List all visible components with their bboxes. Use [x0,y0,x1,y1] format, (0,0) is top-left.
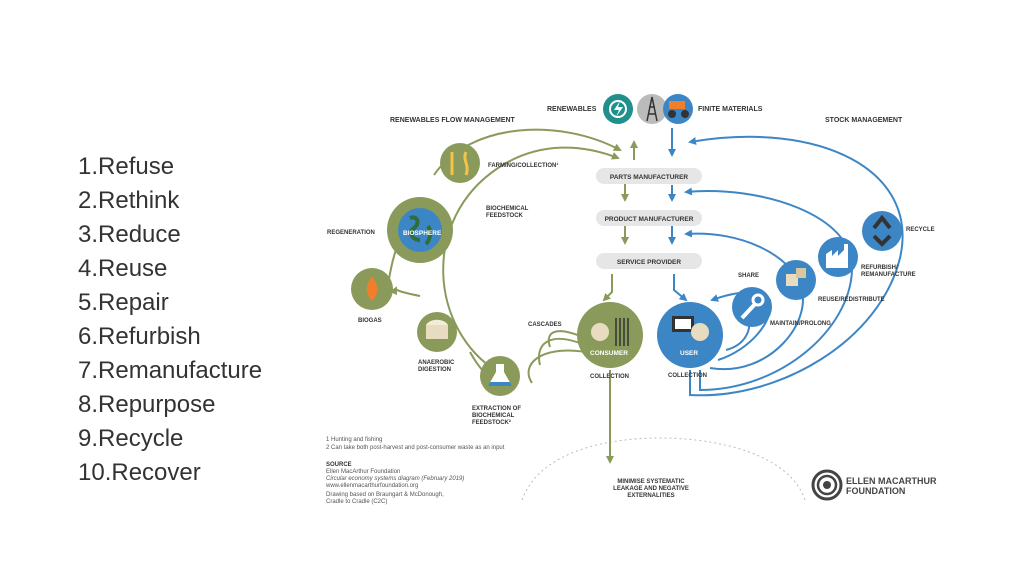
extraction-label: EXTRACTION OF [472,406,521,412]
recycle-label: RECYCLE [906,227,935,233]
source-line-2: Circular economy systems diagram (Februa… [326,476,464,482]
list-item: 9.Recycle [78,425,184,452]
foundation-logo-icon [811,469,843,501]
reuse-label: REUSE/REDISTRIBUTE [818,297,885,303]
user-icon [657,302,723,368]
regeneration-label: REGENERATION [327,230,375,236]
biosphere-label: BIOSPHERE [403,230,442,237]
factory-icon [818,237,858,277]
renewables-icon [603,94,633,124]
leakage-boundary [521,437,806,501]
stock-management-label: STOCK MANAGEMENT [825,117,903,124]
maintain-label: MAINTAIN/PROLONG [770,321,831,327]
r-strategies-list: 1.Refuse 2.Rethink 3.Reduce 4.Reuse 5.Re… [78,150,262,490]
list-item: 2.Rethink [78,187,180,214]
service-provider-box: SERVICE PROVIDER [596,253,702,269]
oil-rig-icon [637,94,667,124]
cascades-label: CASCADES [528,322,562,328]
footnote-2: 2 Can take both post-harvest and post-co… [326,445,505,451]
refurbish-label: REFURBISH/ [861,265,898,271]
biogas-label: BIOGAS [358,318,382,324]
minimise-label-2: LEAKAGE AND NEGATIVE [613,486,689,492]
list-item: 5.Repair [78,289,169,316]
list-item: 7.Remanufacture [78,357,263,384]
extraction-label-3: FEEDSTOCK² [472,419,511,426]
source-heading: SOURCE [326,462,352,468]
list-item: 3.Reduce [78,221,181,248]
boxes-icon [776,260,816,300]
svg-text:PRODUCT MANUFACTURER: PRODUCT MANUFACTURER [605,216,694,223]
biogas-flame-icon [351,268,393,310]
tech-collection-label: COLLECTION [668,373,707,379]
source-line-5: Cradle to Cradle (C2C) [326,499,387,505]
list-item: 6.Refurbish [78,323,201,350]
flask-icon [480,356,520,396]
list-item: 1.Refuse [78,153,175,180]
list-item: 10.Recover [78,459,201,486]
farming-icon [440,143,480,183]
tractor-icon [663,94,693,124]
extraction-label-2: BIOCHEMICAL [472,413,515,419]
svg-text:PARTS MANUFACTURER: PARTS MANUFACTURER [610,174,689,181]
list-item: 8.Repurpose [78,391,216,418]
farming-label: FARMING/COLLECTION¹ [488,162,558,169]
biochemical-feedstock-label: BIOCHEMICAL [486,206,529,212]
footnote-1: 1 Hunting and fishing [326,437,382,443]
source-line-4: Drawing based on Braungart & McDonough, [326,492,444,498]
consumer-label: CONSUMER [590,350,628,357]
renewables-label: RENEWABLES [547,106,597,113]
share-label: SHARE [738,273,759,279]
consumer-icon [577,302,643,368]
source-line-1: Ellen MacArthur Foundation [326,469,400,475]
refurbish-label-2: REMANUFACTURE [861,272,916,278]
renewables-flow-label: RENEWABLES FLOW MANAGEMENT [390,117,516,124]
bio-collection-label: COLLECTION [590,374,629,380]
user-label: USER [680,350,698,357]
source-line-3: www.ellenmacarthurfoundation.org [325,483,418,489]
anaerobic-digestion-icon [417,312,457,352]
logo-line-1: ELLEN MACARTHUR [846,476,937,486]
minimise-label-3: EXTERNALITIES [627,493,674,499]
minimise-label: MINIMISE SYSTEMATIC [617,479,685,485]
anaerobic-label-2: DIGESTION [418,367,451,373]
biosphere-globe-icon [387,197,453,263]
recycle-icon [862,211,902,251]
wrench-icon [732,287,772,327]
finite-materials-label: FINITE MATERIALS [698,106,763,113]
list-item: 4.Reuse [78,255,168,282]
logo-line-2: FOUNDATION [846,486,905,496]
anaerobic-label: ANAEROBIC [418,360,455,366]
svg-text:SERVICE PROVIDER: SERVICE PROVIDER [617,259,681,266]
parts-manufacturer-box: PARTS MANUFACTURER [596,168,702,184]
product-manufacturer-box: PRODUCT MANUFACTURER [596,210,702,226]
biochemical-feedstock-label-2: FEEDSTOCK [486,213,524,219]
